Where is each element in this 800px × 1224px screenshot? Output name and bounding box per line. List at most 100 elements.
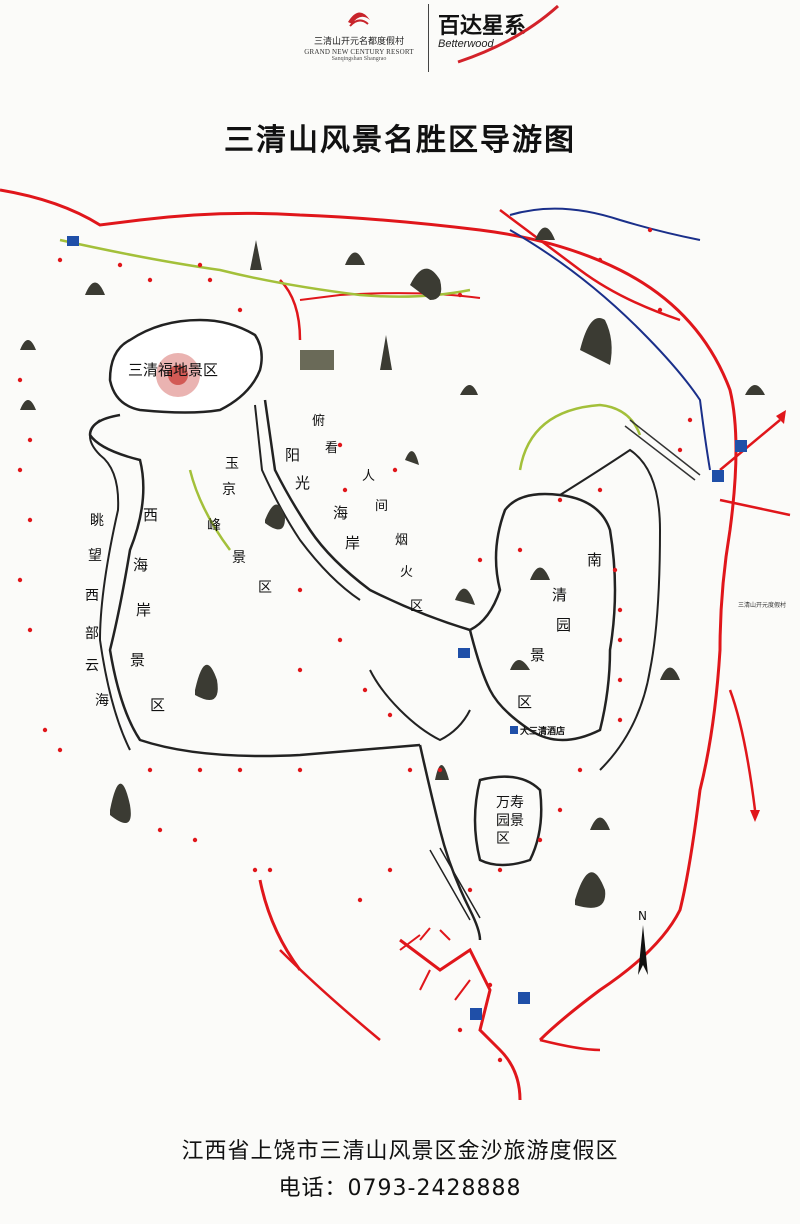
mountain-rock-icon <box>745 385 765 395</box>
zone-sanqing-fudi[interactable]: 三清福地景区 <box>128 361 218 379</box>
mountain-rock-icon <box>660 667 680 680</box>
yangguang-trail-2[interactable] <box>254 404 361 601</box>
parking-icon <box>712 470 724 482</box>
svg-text:景: 景 <box>530 646 545 664</box>
svg-text:万: 万 <box>496 795 510 811</box>
footer-phone: 电话：0793-2428888 <box>278 1176 522 1201</box>
cableway-yujing <box>188 469 232 551</box>
resort-side-label[interactable]: 三清山开元度假村 <box>738 601 786 609</box>
brand-name-en: Betterwood <box>438 38 494 50</box>
svg-text:海: 海 <box>133 556 148 574</box>
mountain-rock-icon <box>20 340 36 350</box>
zone-nanqing-yuan[interactable]: 南 清 园 景 区 <box>517 551 602 711</box>
swoosh-icon <box>457 4 560 64</box>
east-cable-line <box>629 419 701 476</box>
yangguang-trail[interactable] <box>263 399 471 632</box>
south-road[interactable] <box>399 938 522 1101</box>
svg-text:望: 望 <box>88 548 102 564</box>
east-exit-road-2[interactable] <box>719 498 791 517</box>
wanshou-loop[interactable] <box>473 775 543 867</box>
betterwood-logo: 百达星系 Betterwood <box>438 4 578 72</box>
mountain-rock-icon <box>345 252 365 265</box>
compass-north-icon: N <box>638 909 648 975</box>
svg-text:海: 海 <box>95 693 109 709</box>
poi-dots[interactable] <box>17 227 693 1063</box>
south-branch-roads <box>399 927 471 1001</box>
mountain-rock-icon <box>510 660 530 670</box>
resort-logo-icon <box>348 12 370 27</box>
cableway-north <box>59 238 471 298</box>
resort-name-cn: 三清山开元名都度假村 <box>313 37 404 47</box>
zone-wanshou-yuan[interactable]: 万 寿 园 景 区 <box>496 794 524 847</box>
svg-text:烟: 烟 <box>395 533 408 548</box>
east-exit-road[interactable] <box>719 419 781 471</box>
nanqing-outer-trail[interactable] <box>559 448 662 771</box>
sw-road-2[interactable] <box>279 949 381 1041</box>
mountain-rock-icon <box>195 664 218 700</box>
southeast-road[interactable] <box>728 689 757 811</box>
east-cable-line-2 <box>624 425 696 481</box>
bus-icon <box>458 648 470 658</box>
mountain-rocks <box>20 227 765 908</box>
sw-road[interactable] <box>258 879 302 971</box>
south-descent-trail[interactable] <box>418 744 482 941</box>
svg-text:西: 西 <box>85 588 99 604</box>
west-coast-trail-2[interactable] <box>89 419 131 751</box>
nanqing-loop[interactable] <box>468 492 617 742</box>
svg-text:京: 京 <box>222 482 236 498</box>
zone-tiaowang-xibu[interactable]: 眺 望 西 部 云 海 <box>85 513 109 709</box>
svg-text:火: 火 <box>400 565 413 580</box>
footer-address: 江西省上饶市三清山风景区金沙旅游度假区 <box>181 1139 619 1164</box>
scenic-map[interactable]: 三清福地景区 阳 光 海 岸 俯 看 人 间 烟 火 区 玉 京 峰 景 区 西… <box>0 170 800 1130</box>
mountain-rock-icon <box>590 817 610 830</box>
svg-text:南: 南 <box>587 551 602 569</box>
svg-text:区: 区 <box>517 693 532 711</box>
zone-xiaokan-renjian[interactable]: 俯 看 人 间 烟 火 区 <box>312 413 423 614</box>
east-road[interactable] <box>499 208 681 322</box>
svg-text:看: 看 <box>325 440 338 456</box>
svg-text:人: 人 <box>362 469 375 484</box>
svg-text:西: 西 <box>143 506 158 524</box>
parking-icon <box>470 1008 482 1020</box>
taiji-core-icon <box>168 365 188 385</box>
svg-text:清: 清 <box>552 586 567 604</box>
parking-icons[interactable] <box>67 236 747 1020</box>
north-link-road[interactable] <box>299 292 481 301</box>
header-divider <box>428 4 429 72</box>
svg-text:园: 园 <box>496 813 510 829</box>
mountain-rock-icon <box>455 588 475 605</box>
river-north <box>509 207 701 241</box>
svg-text:眺: 眺 <box>90 513 104 529</box>
svg-text:阳: 阳 <box>285 446 300 464</box>
header: 三清山开元名都度假村 GRAND NEW CENTURY RESORT Sanq… <box>0 0 800 90</box>
zone-yujing-feng[interactable]: 玉 京 峰 景 区 <box>207 456 272 596</box>
east-arrow-icon <box>776 410 786 424</box>
mountain-rock-icon <box>405 451 419 465</box>
river-east <box>509 229 711 471</box>
resort-name-en: GRAND NEW CENTURY RESORT <box>304 48 414 56</box>
svg-text:俯: 俯 <box>312 413 325 429</box>
hotel-label[interactable]: 大三清酒店 <box>520 725 565 737</box>
svg-text:云: 云 <box>85 658 99 674</box>
outer-ring-road[interactable] <box>0 188 738 1042</box>
parking-icon <box>518 992 530 1004</box>
mountain-rock-icon <box>575 872 606 908</box>
mountain-rock-icon <box>20 400 36 410</box>
svg-text:园: 园 <box>556 616 571 634</box>
north-inner-road[interactable] <box>279 279 302 341</box>
zone-yangguang-haian[interactable]: 阳 光 海 岸 <box>285 446 360 552</box>
south-east-road[interactable] <box>539 1038 601 1052</box>
svg-text:海: 海 <box>333 504 348 522</box>
svg-text:寿: 寿 <box>510 794 524 811</box>
svg-text:间: 间 <box>375 499 388 514</box>
pagoda-icon <box>380 335 392 370</box>
west-coast-trail[interactable] <box>88 413 421 758</box>
bus-icon <box>67 236 79 246</box>
zone-xihai-an[interactable]: 西 海 岸 景 区 <box>130 506 165 714</box>
mountain-rock-icon <box>265 504 285 530</box>
svg-text:岸: 岸 <box>345 534 360 552</box>
central-trail[interactable] <box>369 669 471 742</box>
svg-text:景: 景 <box>232 550 246 566</box>
hotel-icon <box>510 726 518 734</box>
southeast-arrow-icon <box>750 810 760 822</box>
